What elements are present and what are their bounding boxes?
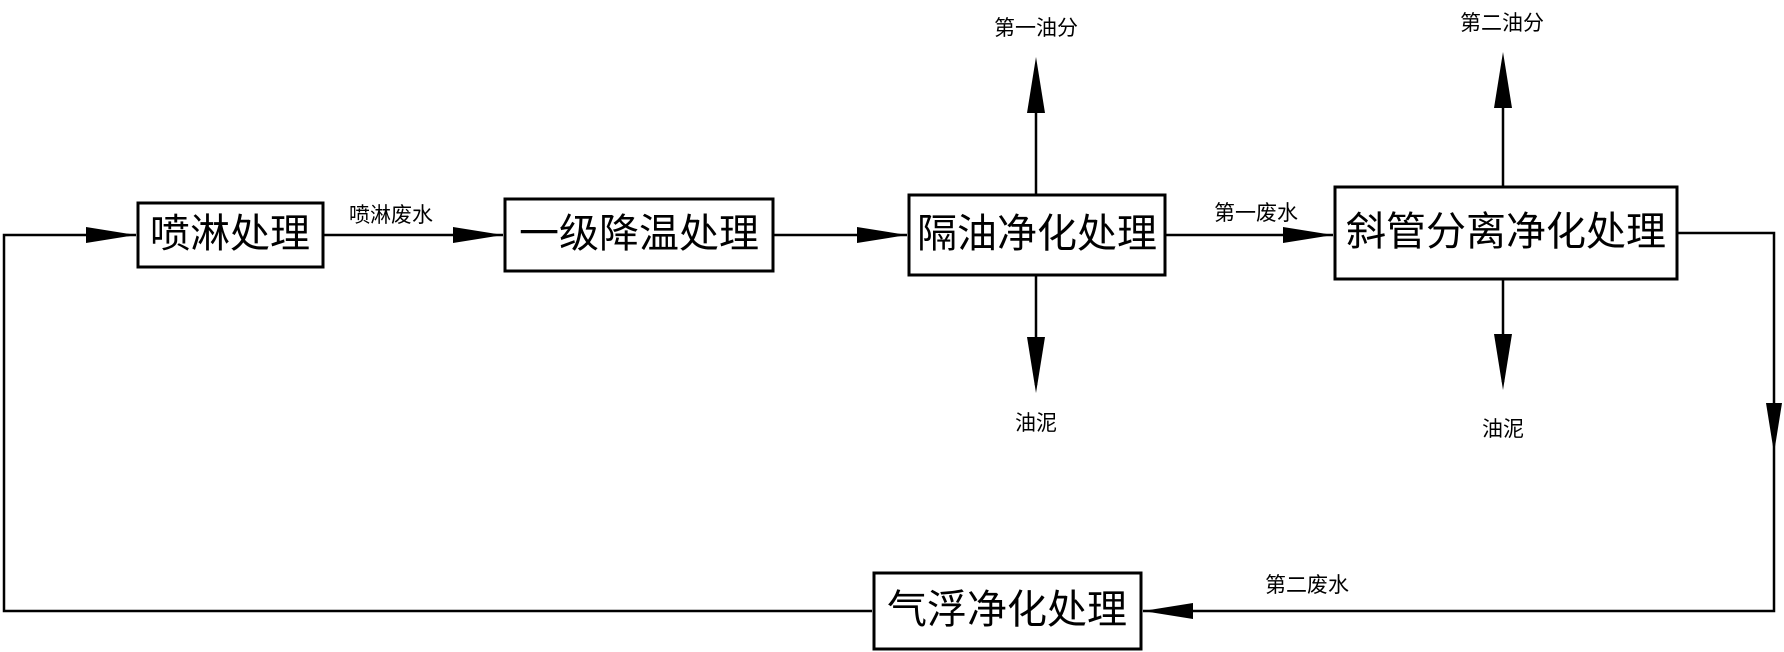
oil-separation-box: 隔油净化处理 bbox=[907, 193, 1167, 277]
arrow-sludge-1-down bbox=[1027, 337, 1045, 393]
return-line bbox=[2, 233, 872, 613]
arrow-into-cooling bbox=[453, 227, 503, 243]
arrowheads bbox=[86, 52, 1782, 619]
arrow-second-oil-up bbox=[1494, 52, 1512, 108]
spray-treatment-box: 喷淋处理 bbox=[136, 201, 325, 269]
second-oil-label: 第二油分 bbox=[1460, 11, 1544, 35]
flotation-box: 气浮净化处理 bbox=[872, 571, 1143, 651]
oil-separation-label: 隔油净化处理 bbox=[917, 211, 1157, 257]
arrow-into-inclined-tube bbox=[1283, 227, 1333, 243]
sludge-1-label: 油泥 bbox=[1015, 411, 1057, 435]
arrow-sludge-2-down bbox=[1494, 334, 1512, 390]
flotation-label: 气浮净化处理 bbox=[887, 587, 1127, 633]
second-wastewater-label: 第二废水 bbox=[1265, 573, 1349, 597]
spray-treatment-label: 喷淋处理 bbox=[150, 211, 310, 257]
arrow-into-oil-separation bbox=[857, 227, 907, 243]
sludge-2-label: 油泥 bbox=[1482, 417, 1524, 441]
arrow-into-spray bbox=[86, 227, 136, 243]
arrow-into-flotation bbox=[1143, 603, 1193, 619]
first-oil-label: 第一油分 bbox=[994, 16, 1078, 40]
first-wastewater-label: 第一废水 bbox=[1214, 201, 1298, 225]
arrow-first-oil-up bbox=[1027, 57, 1045, 113]
cooling-treatment-label: 一级降温处理 bbox=[519, 211, 759, 257]
spray-wastewater-label: 喷淋废水 bbox=[349, 203, 433, 227]
cooling-treatment-box: 一级降温处理 bbox=[503, 197, 775, 273]
arrow-down-right-side bbox=[1766, 403, 1782, 453]
inclined-tube-label: 斜管分离净化处理 bbox=[1346, 209, 1666, 255]
inclined-tube-box: 斜管分离净化处理 bbox=[1333, 185, 1679, 281]
inclined-tube-to-flotation-line bbox=[1143, 231, 1776, 613]
flow-labels: 喷淋废水 第一油分 第一废水 油泥 第二油分 油泥 第二废水 bbox=[349, 11, 1544, 597]
